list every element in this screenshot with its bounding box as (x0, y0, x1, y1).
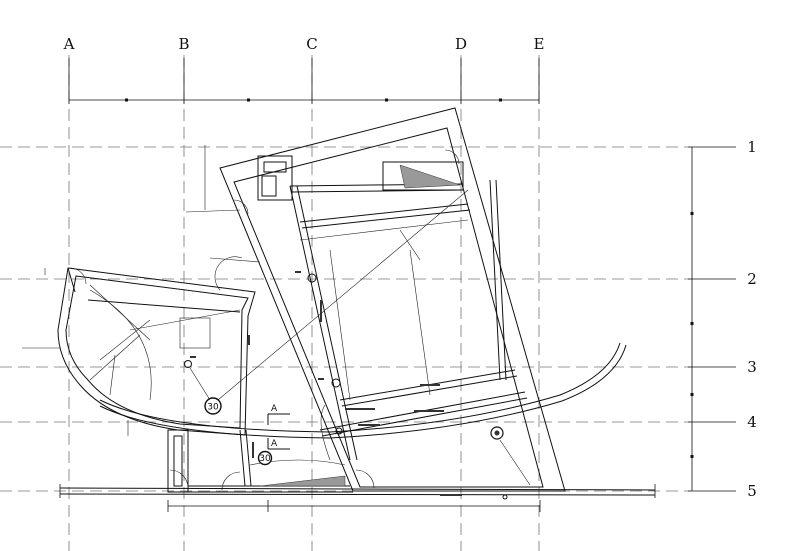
column-label-E: E (534, 35, 545, 53)
right-dimension-line (688, 146, 736, 492)
base-slab (59, 484, 656, 512)
row-label-5: 5 (747, 482, 757, 500)
circle-tag-lower: 30 (257, 450, 273, 466)
section-label-upper: A (271, 404, 278, 414)
section-label-lower: A (271, 439, 278, 449)
row-label-3: 3 (747, 358, 757, 376)
columns (184, 273, 508, 500)
row-label-1: 1 (747, 138, 757, 156)
circle-marker-right (490, 426, 504, 440)
column-label-D: D (455, 35, 467, 53)
upper-rooms (233, 149, 464, 215)
grid-labels: A B C D E 1 2 3 4 5 (63, 35, 757, 500)
row-label-4: 4 (747, 413, 757, 431)
section-mark-upper: A (267, 404, 290, 425)
column-label-B: B (178, 35, 189, 53)
circle-tag-left-text: 30 (207, 403, 219, 413)
top-dimension-line (68, 58, 540, 104)
column-label-A: A (63, 35, 75, 53)
column-label-C: C (306, 35, 317, 53)
row-label-2: 2 (747, 270, 757, 288)
left-curved-block (57, 267, 256, 436)
reference-lines (22, 145, 531, 486)
tilted-block-walls (219, 107, 566, 492)
curved-balcony (99, 342, 627, 461)
circle-tag-left: 30 (204, 397, 222, 415)
bottom-rooms (167, 429, 375, 493)
section-mark-lower: A (267, 438, 290, 450)
circle-tag-lower-text: 30 (259, 454, 271, 464)
annotation-marks (190, 271, 462, 496)
grid-lines (0, 55, 690, 551)
